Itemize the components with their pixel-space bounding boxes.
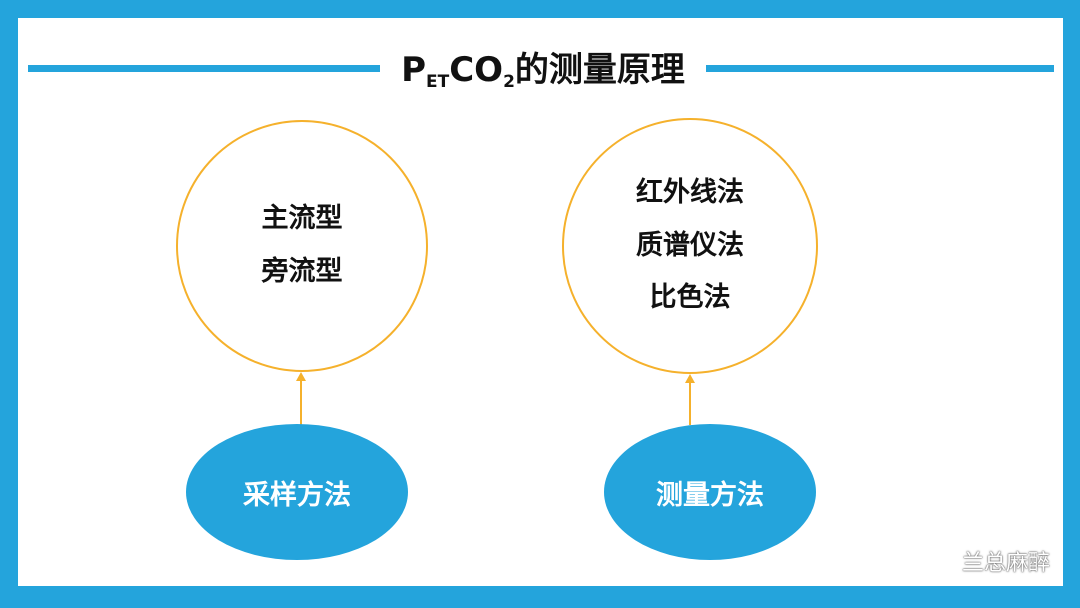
- left-arrow-head: [296, 372, 306, 381]
- right-arrow-head: [685, 374, 695, 383]
- circle-item-infrared: 红外线法: [636, 177, 744, 209]
- title-rule-left: [28, 65, 380, 72]
- title-sub-et: ET: [426, 72, 450, 92]
- right-connector-line: [689, 382, 691, 425]
- circle-item-mainstream: 主流型: [261, 203, 343, 235]
- slide-title: PETCO2的测量原理: [380, 46, 706, 106]
- sampling-method-label: 采样方法: [243, 479, 351, 511]
- circle-item-mass-spectrometry: 质谱仪法: [636, 229, 744, 261]
- title-rule-right: [706, 65, 1054, 72]
- circle-item-sidestream: 旁流型: [261, 256, 343, 287]
- title-p: P: [401, 50, 426, 90]
- title-sub-2: 2: [503, 72, 515, 92]
- sampling-types-circle: 主流型 旁流型: [176, 120, 428, 372]
- left-connector-line: [300, 380, 302, 425]
- circle-item-colorimetric: 比色法: [649, 282, 731, 314]
- wechat-icon: [922, 547, 956, 575]
- measurement-method-node: 测量方法: [604, 424, 816, 560]
- sampling-method-node: 采样方法: [186, 424, 408, 560]
- title-co: CO: [449, 50, 504, 90]
- watermark-text: 兰总麻醉: [961, 551, 1050, 576]
- measurement-method-label: 测量方法: [656, 479, 764, 511]
- title-tail: 的测量原理: [514, 50, 685, 90]
- watermark: 兰总麻醉: [922, 545, 1050, 577]
- measurement-types-circle: 红外线法 质谱仪法 比色法: [562, 118, 818, 374]
